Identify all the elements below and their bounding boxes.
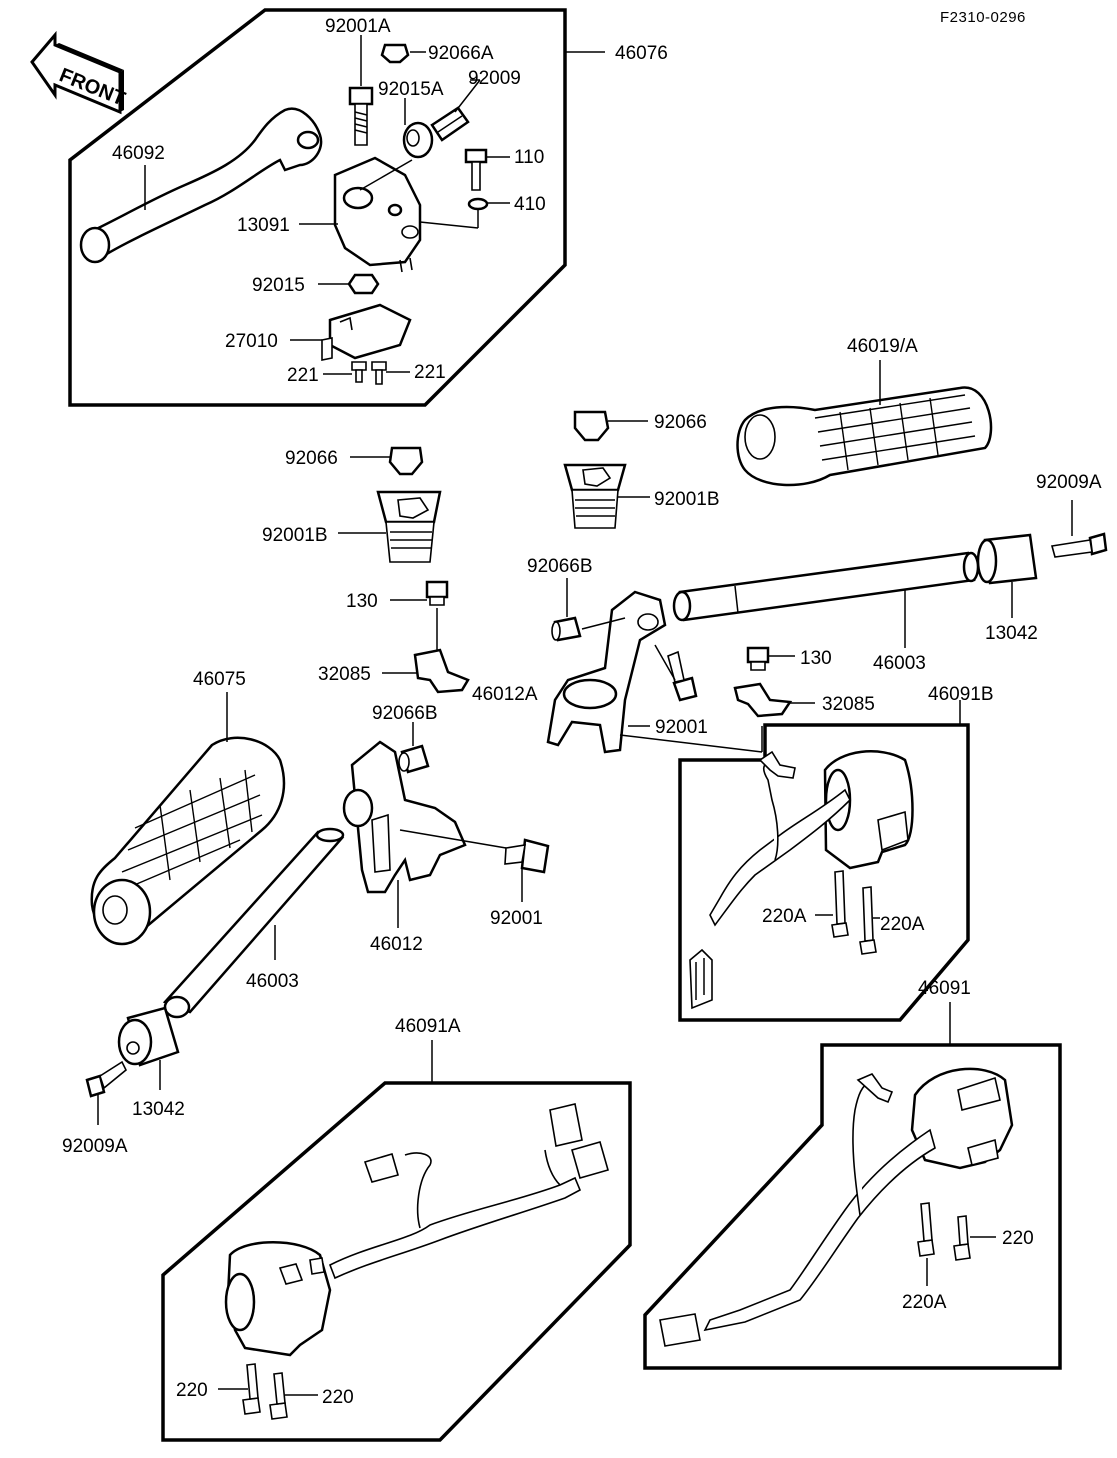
handlebar-switch-46091 bbox=[659, 1067, 1014, 1347]
screw-110 bbox=[464, 148, 488, 191]
label-13042-left: 13042 bbox=[132, 1099, 185, 1120]
cap-92066b-lower bbox=[398, 744, 430, 774]
label-46012: 46012 bbox=[370, 934, 423, 955]
label-46076: 46076 bbox=[615, 43, 668, 64]
label-92001a: 92001A bbox=[325, 16, 391, 37]
label-32085-left: 32085 bbox=[318, 664, 371, 685]
bolt-130-left bbox=[425, 580, 449, 606]
label-110: 110 bbox=[514, 147, 544, 168]
plug-92001b-left bbox=[376, 490, 442, 563]
bolt-92001a bbox=[348, 86, 374, 146]
label-27010: 27010 bbox=[225, 331, 278, 352]
clamp-32085-left bbox=[413, 648, 470, 694]
label-410: 410 bbox=[514, 194, 546, 215]
cap-92066a bbox=[380, 43, 410, 64]
switch-assembly-46091b-box bbox=[678, 723, 970, 1022]
label-46091b: 46091B bbox=[928, 684, 994, 705]
throttle-grip-right bbox=[736, 386, 993, 487]
label-92009a-right: 92009A bbox=[1036, 472, 1102, 493]
label-46019a: 46019/A bbox=[847, 336, 918, 357]
label-92001-lower: 92001 bbox=[490, 908, 543, 929]
screw-220a-bottom bbox=[917, 1202, 935, 1257]
label-46003-left: 46003 bbox=[246, 971, 299, 992]
bar-end-weight-right bbox=[976, 533, 1038, 585]
label-130-right: 130 bbox=[800, 648, 832, 669]
label-92015: 92015 bbox=[252, 275, 305, 296]
clutch-lever bbox=[79, 107, 323, 264]
locknut-92015a bbox=[402, 121, 434, 159]
bolt-130-right bbox=[746, 646, 770, 671]
switch-assembly-46091-box bbox=[643, 1043, 1062, 1370]
handlebar-holder-46012a bbox=[546, 590, 667, 754]
label-221-right: 221 bbox=[414, 362, 446, 383]
label-92066a: 92066A bbox=[428, 43, 494, 64]
cap-92066-left bbox=[388, 446, 424, 476]
clutch-switch bbox=[321, 303, 412, 361]
nut-92015 bbox=[347, 273, 380, 295]
grip-left bbox=[90, 736, 286, 946]
label-92001b-left: 92001B bbox=[262, 525, 328, 546]
label-46091a: 46091A bbox=[395, 1016, 461, 1037]
label-13091: 13091 bbox=[237, 215, 290, 236]
label-92066-right: 92066 bbox=[654, 412, 707, 433]
screw-221-right bbox=[371, 361, 387, 385]
cap-92066-right bbox=[573, 410, 610, 442]
label-46092: 46092 bbox=[112, 143, 165, 164]
label-92066b-lower: 92066B bbox=[372, 703, 438, 724]
label-13042-right: 13042 bbox=[985, 623, 1038, 644]
handlebar-switch-46091b bbox=[689, 750, 914, 1010]
bar-end-weight-left bbox=[117, 1006, 180, 1067]
washer-410 bbox=[467, 197, 489, 211]
screw-220-a bbox=[242, 1363, 261, 1415]
label-46003-right: 46003 bbox=[873, 653, 926, 674]
screw-221-left bbox=[351, 361, 367, 383]
label-92001-upper: 92001 bbox=[655, 717, 708, 738]
label-92066b-upper: 92066B bbox=[527, 556, 593, 577]
label-46012a: 46012A bbox=[472, 684, 538, 705]
front-arrow-icon: FRONT bbox=[30, 30, 128, 115]
screw-92009a-left bbox=[85, 1060, 128, 1098]
label-220-b: 220 bbox=[322, 1387, 354, 1408]
label-220-a: 220 bbox=[176, 1380, 208, 1401]
switch-assembly-46091a-box bbox=[161, 1081, 632, 1442]
adjuster-92009 bbox=[430, 106, 470, 142]
label-46075: 46075 bbox=[193, 669, 246, 690]
handlebar-left bbox=[162, 827, 345, 1019]
label-92066-left: 92066 bbox=[285, 448, 338, 469]
label-220a-box-2: 220A bbox=[880, 914, 925, 935]
label-220-right: 220 bbox=[1002, 1228, 1034, 1249]
screw-220a-box-2 bbox=[859, 886, 877, 955]
figure-code: F2310-0296 bbox=[940, 9, 1026, 26]
screw-220-b bbox=[269, 1372, 288, 1420]
label-220a-bottom: 220A bbox=[902, 1292, 947, 1313]
handlebar-right bbox=[672, 551, 980, 622]
cap-92066b-upper bbox=[551, 616, 582, 642]
bolt-92001-upper bbox=[667, 650, 698, 702]
screw-220a-box-1 bbox=[831, 870, 849, 938]
label-220a-box-1: 220A bbox=[762, 906, 807, 927]
label-221-left: 221 bbox=[287, 365, 319, 386]
label-32085-right: 32085 bbox=[822, 694, 875, 715]
label-92001b-right: 92001B bbox=[654, 489, 720, 510]
label-92015a: 92015A bbox=[378, 79, 444, 100]
plug-92001b-right bbox=[563, 463, 627, 529]
label-46091: 46091 bbox=[918, 978, 971, 999]
handlebar-holder-46012 bbox=[342, 740, 467, 894]
label-92009a-left: 92009A bbox=[62, 1136, 128, 1157]
label-92009: 92009 bbox=[468, 68, 521, 89]
handlebar-switch-46091a bbox=[224, 1103, 609, 1357]
label-130-left: 130 bbox=[346, 591, 378, 612]
lever-holder bbox=[333, 156, 422, 273]
bolt-92001-lower bbox=[504, 838, 550, 874]
screw-92009a-right bbox=[1050, 532, 1108, 558]
clutch-lever-assembly-box bbox=[68, 8, 567, 407]
screw-220-right bbox=[953, 1215, 971, 1261]
clamp-32085-right bbox=[733, 682, 793, 718]
